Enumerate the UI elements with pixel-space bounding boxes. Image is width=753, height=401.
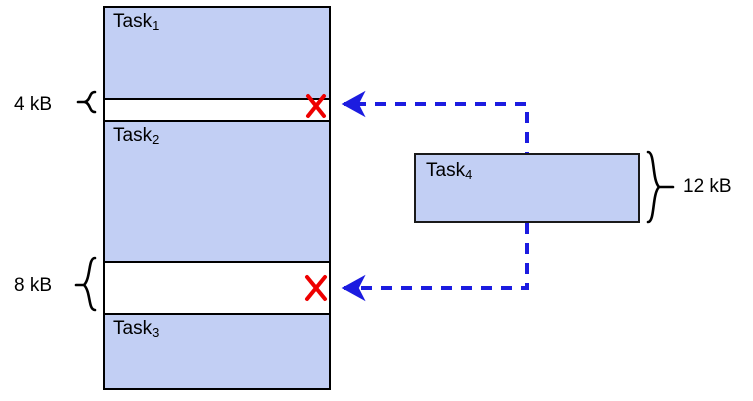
incoming-task4-label: Task4	[426, 160, 472, 182]
memory-hole-4kb	[105, 100, 329, 120]
size-label-12kb: 12 kB	[683, 176, 732, 197]
incoming-task4-box: Task4	[414, 153, 640, 223]
brace-4kb-icon	[80, 90, 97, 114]
memory-block-task2-label: Task2	[113, 125, 159, 148]
task1-label-text: Task	[113, 11, 153, 32]
memory-block-task3: Task3	[105, 313, 329, 388]
task2-label-subscript: 2	[152, 131, 160, 147]
task1-label-subscript: 1	[152, 17, 160, 33]
task3-label-text: Task	[113, 318, 153, 339]
memory-block-task1-label: Task1	[113, 11, 159, 34]
task4-label-subscript: 4	[465, 166, 473, 182]
memory-block-task1: Task1	[105, 8, 329, 100]
task2-label-text: Task	[113, 125, 153, 146]
task4-label-text: Task	[426, 160, 466, 181]
brace-12kb-icon	[646, 150, 661, 224]
memory-column: Task1 Task2 Task3	[103, 6, 331, 390]
memory-block-task3-label: Task3	[113, 318, 159, 341]
memory-block-task2: Task2	[105, 120, 329, 263]
brace-8kb-icon	[82, 256, 97, 312]
memory-hole-8kb	[105, 263, 329, 313]
task3-label-subscript: 3	[152, 324, 160, 340]
size-label-8kb: 8 kB	[14, 275, 53, 296]
size-label-4kb: 4 kB	[14, 94, 53, 115]
